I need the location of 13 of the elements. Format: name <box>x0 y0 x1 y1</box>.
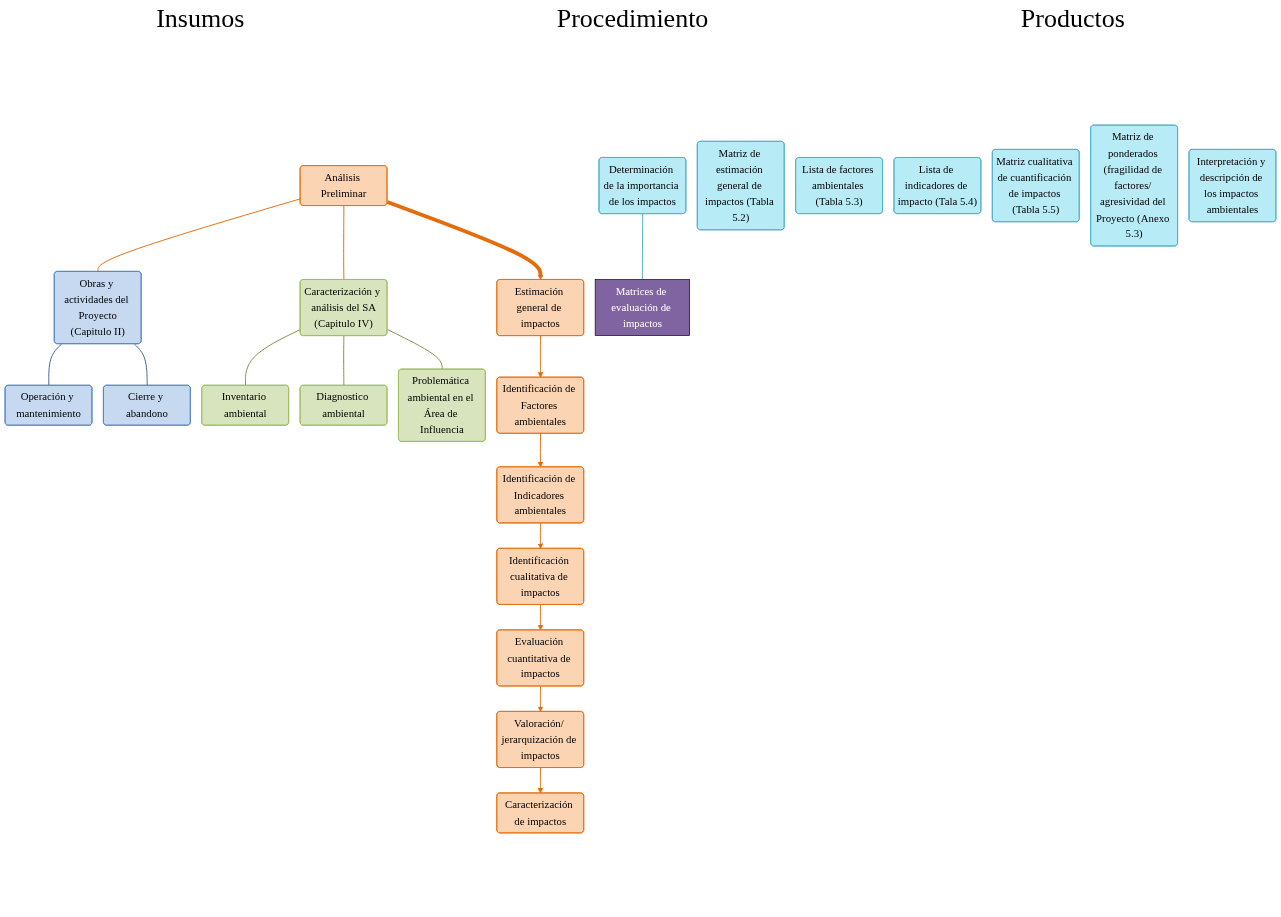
connector <box>245 328 301 387</box>
column-heading: Procedimiento <box>556 4 709 35</box>
connector <box>133 343 148 387</box>
connector <box>48 343 63 387</box>
column-heading: Productos <box>1020 4 1125 35</box>
connector <box>641 213 644 280</box>
column-heading: Insumos <box>156 4 245 35</box>
connector <box>343 205 345 281</box>
connector <box>386 328 443 370</box>
arrow <box>386 200 544 281</box>
node-box: Matrices de evaluación de impactos <box>594 279 690 336</box>
connector <box>343 335 345 387</box>
connector <box>97 198 301 273</box>
